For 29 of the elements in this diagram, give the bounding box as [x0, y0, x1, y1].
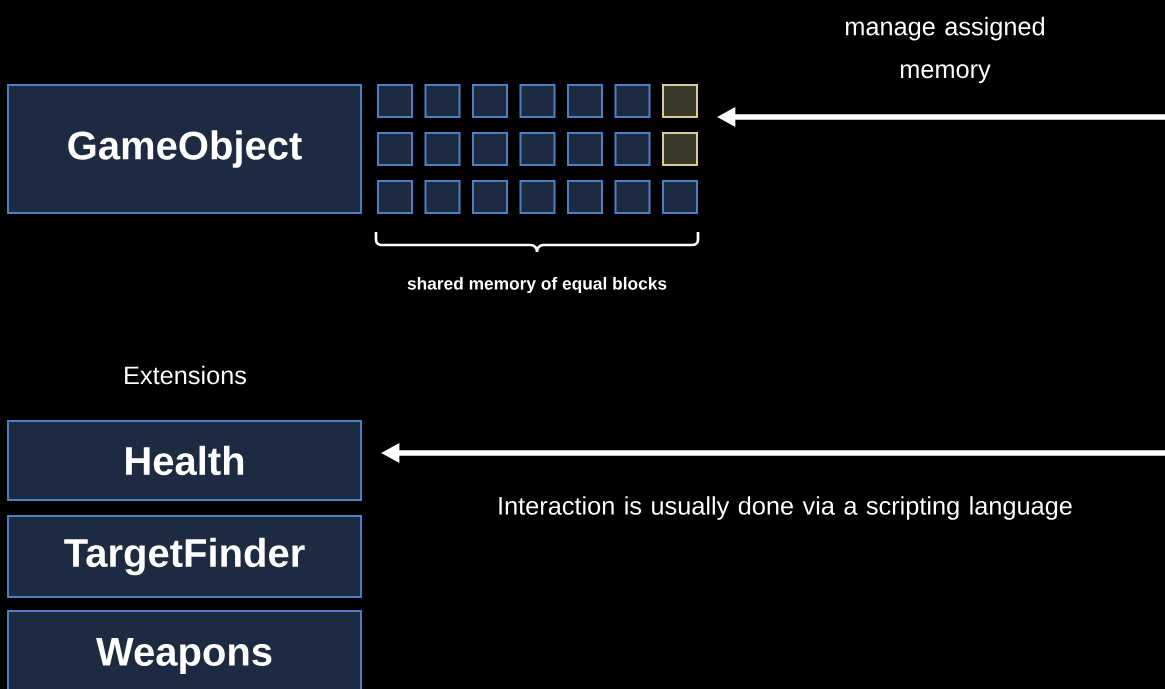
component-box: Health: [7, 420, 363, 501]
memory-block: [472, 84, 508, 118]
memory-block: [567, 132, 603, 166]
memory-block: [567, 180, 603, 214]
edge-label: manage assigned memory: [845, 16, 1044, 84]
edge-label: Interaction is usually done via a scripting language: [499, 496, 1072, 520]
memory-block: [424, 132, 461, 166]
memory-block: [424, 84, 461, 118]
memory-block: [519, 84, 556, 118]
group-heading: Extensions: [125, 365, 247, 385]
memory-block: [424, 180, 461, 214]
memory-block: [614, 84, 651, 118]
memory-block: [567, 84, 603, 118]
component-box: Weapons: [7, 610, 363, 689]
memory-block: [614, 132, 651, 166]
memory-block: [519, 132, 556, 166]
memory-block: [377, 180, 413, 214]
memory-block: [472, 180, 508, 214]
component-box: TargetFinder: [7, 514, 363, 599]
memory-block: [662, 180, 698, 214]
brace-caption: shared memory of equal blocks: [407, 276, 667, 294]
memory-block: [519, 180, 556, 214]
memory-block: [377, 132, 413, 166]
memory-block: [472, 132, 508, 166]
memory-block: [662, 132, 698, 166]
memory-block: [377, 84, 413, 118]
component-box: GameObject: [7, 84, 363, 214]
memory-block: [614, 180, 651, 214]
memory-block: [662, 84, 698, 118]
